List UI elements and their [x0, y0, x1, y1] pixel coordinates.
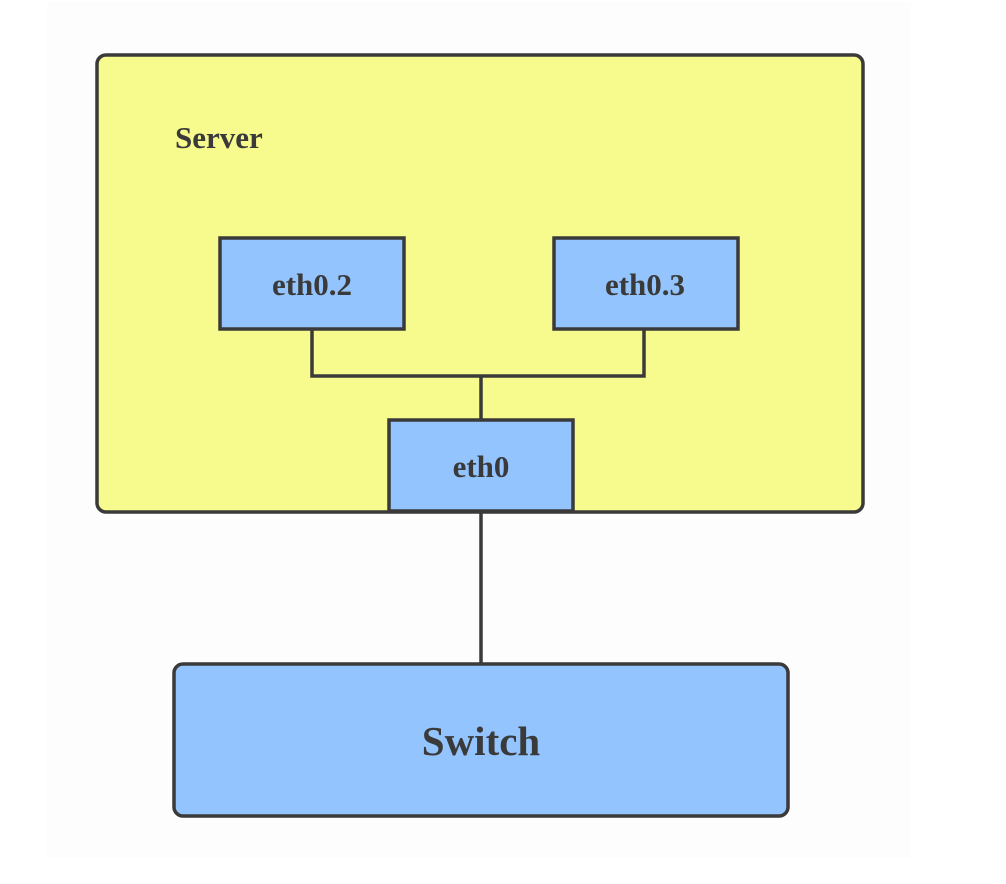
eth0-3-label: eth0.3 [605, 267, 685, 302]
eth0-2-label: eth0.2 [272, 267, 352, 302]
switch-box [172, 662, 790, 818]
eth0-box [387, 418, 575, 513]
eth0-3-box [552, 236, 740, 331]
switch-label: Switch [422, 718, 541, 764]
eth0-2-box [218, 236, 406, 331]
connector-eth0-3-to-bridge [481, 330, 646, 378]
connector-eth0-2-to-bridge [310, 330, 481, 378]
eth0-label: eth0 [453, 449, 510, 484]
server-label: Server [175, 120, 263, 155]
